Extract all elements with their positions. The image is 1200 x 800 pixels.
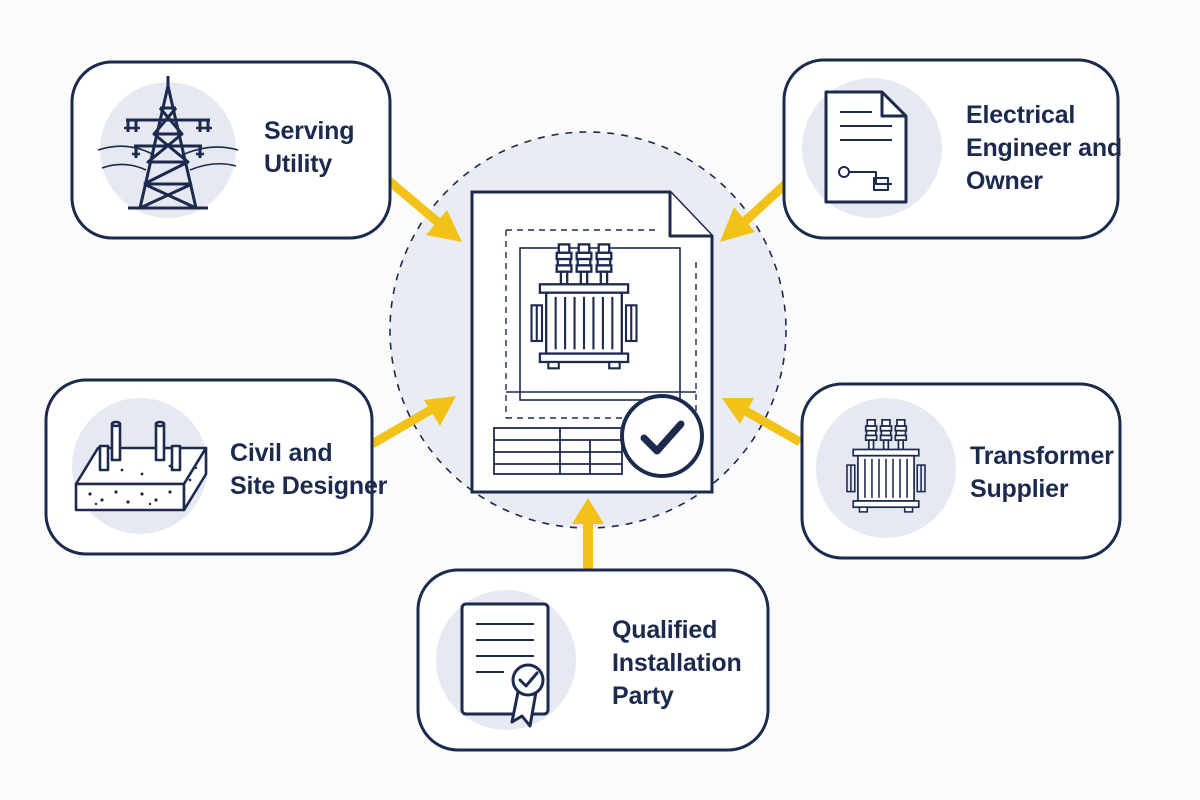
label-line: Engineer and — [966, 134, 1122, 162]
label-line: Party — [612, 682, 674, 710]
label-qualified-installation-party: Qualified Installation Party — [612, 614, 742, 713]
label-line: Owner — [966, 167, 1043, 195]
label-line: Serving — [264, 117, 355, 145]
label-electrical-engineer-owner: Electrical Engineer and Owner — [966, 99, 1122, 198]
central-document — [470, 190, 714, 494]
label-line: Supplier — [970, 475, 1069, 503]
transmission-tower-icon — [97, 76, 239, 210]
card-serving-utility[interactable] — [70, 60, 392, 240]
arrow-engineer — [720, 176, 794, 242]
label-line: Utility — [264, 150, 333, 178]
schematic-document-icon — [824, 90, 908, 204]
arrow-civil — [369, 396, 456, 448]
arrow-utility — [385, 176, 462, 242]
label-serving-utility: Serving Utility — [264, 115, 355, 181]
concrete-pad-anchor-bolts-icon — [74, 420, 208, 512]
approval-check-icon — [620, 394, 704, 478]
label-civil-site-designer: Civil and Site Designer — [230, 437, 387, 503]
card-civil-site-designer[interactable] — [44, 378, 374, 556]
label-line: Electrical — [966, 101, 1076, 129]
arrow-supplier — [722, 398, 803, 446]
label-transformer-supplier: Transformer Supplier — [970, 440, 1114, 506]
card-qualified-installation-party[interactable] — [416, 568, 770, 752]
label-line: Qualified — [612, 616, 718, 644]
label-line: Installation — [612, 649, 742, 677]
card-electrical-engineer-owner[interactable] — [782, 58, 1120, 240]
label-line: Civil and — [230, 439, 333, 467]
card-transformer-supplier[interactable] — [800, 382, 1122, 560]
label-line: Transformer — [970, 442, 1114, 470]
certificate-icon — [460, 602, 550, 728]
label-line: Site Designer — [230, 472, 388, 500]
arrow-installer — [572, 498, 604, 572]
